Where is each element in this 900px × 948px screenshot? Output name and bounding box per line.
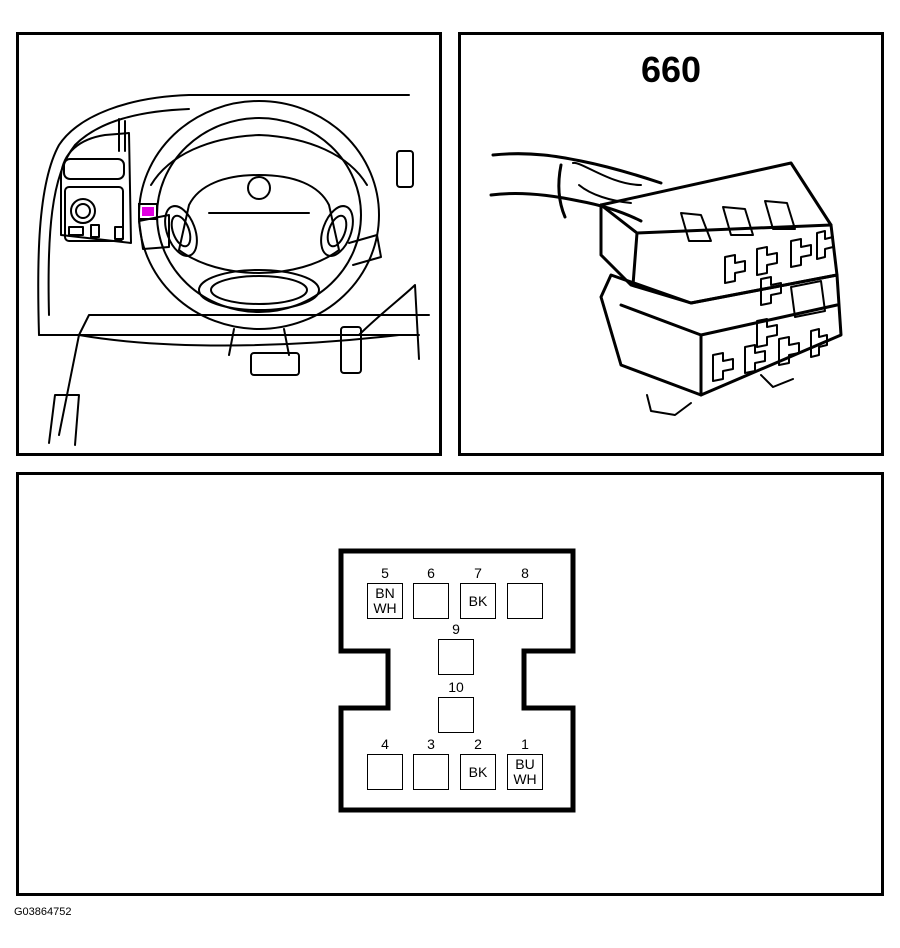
location-view-panel <box>16 32 442 456</box>
pin-2-number: 2 <box>474 736 482 752</box>
pin-4-cavity <box>367 754 403 790</box>
pin-3-cavity <box>413 754 449 790</box>
pin-6-number: 6 <box>427 565 435 581</box>
pin-6-cavity <box>413 583 449 619</box>
pin-10-cavity <box>438 697 474 733</box>
connector-id-label: 660 <box>640 49 702 90</box>
connector-illustration <box>489 152 843 416</box>
pin-7-cavity: BK <box>460 583 496 619</box>
pin-7-number: 7 <box>474 565 482 581</box>
pin-4-number: 4 <box>381 736 389 752</box>
pin-9-cavity <box>438 639 474 675</box>
dashboard-illustration <box>37 94 430 446</box>
pin-10-number: 10 <box>448 679 464 695</box>
pin-8-number: 8 <box>521 565 529 581</box>
connector-view-panel: 660 <box>458 32 884 456</box>
pin-9-number: 9 <box>452 621 460 637</box>
figure-id: G03864752 <box>14 906 72 918</box>
pin-1-number: 1 <box>521 736 529 752</box>
pin-2-cavity: BK <box>460 754 496 790</box>
component-location-marker <box>138 203 158 220</box>
pin-3-number: 3 <box>427 736 435 752</box>
pin-5-number: 5 <box>381 565 389 581</box>
component-highlight <box>142 207 154 216</box>
pin-1-cavity: BU WH <box>507 754 543 790</box>
connector-face-outline <box>338 548 576 813</box>
pin-5-cavity: BN WH <box>367 583 403 619</box>
pin-8-cavity <box>507 583 543 619</box>
